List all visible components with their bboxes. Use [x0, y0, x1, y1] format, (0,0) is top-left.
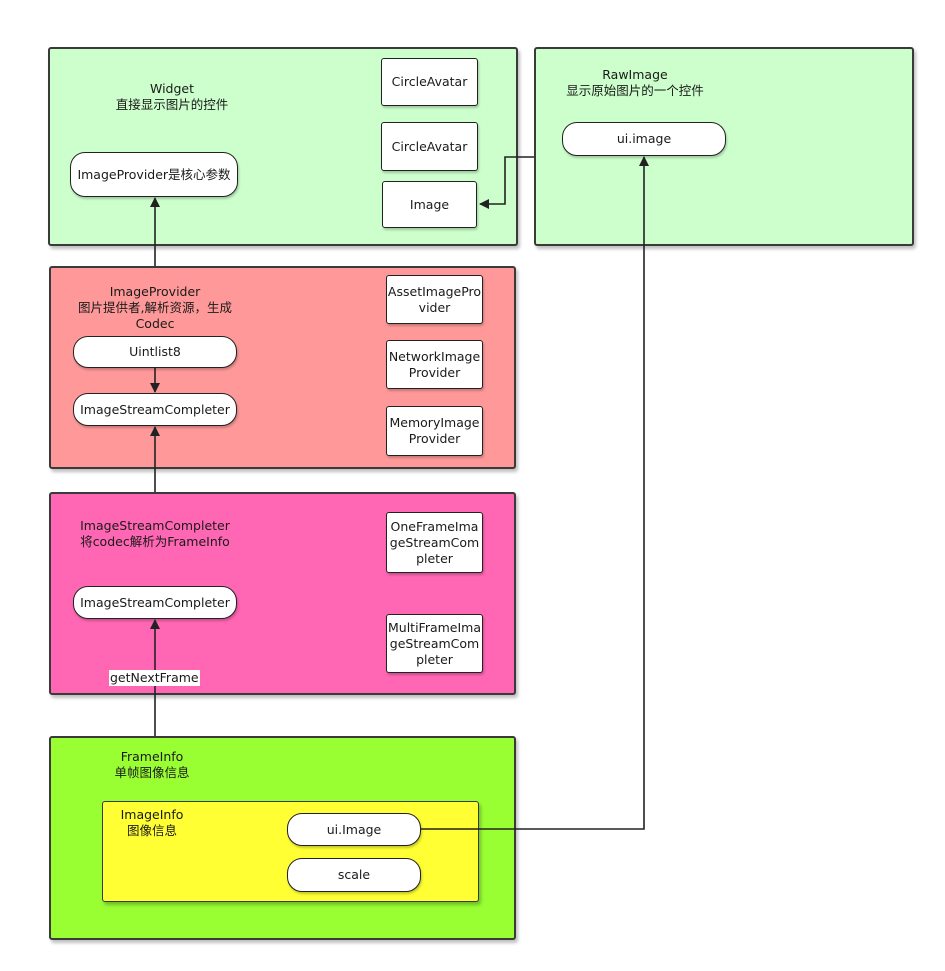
image-provider-core-node: ImageProvider是核心参数 — [70, 152, 238, 197]
imageinfo-panel-title: ImageInfo 图像信息 — [120, 807, 184, 838]
asset-image-provider-node: AssetImageProvider — [386, 275, 483, 324]
rawimage-panel-title: RawImage 显示原始图片的一个控件 — [566, 67, 704, 98]
network-image-provider-node: NetworkImageProvider — [386, 340, 483, 389]
stream-completer-node: ImageStreamCompleter — [73, 586, 237, 619]
arrow-frame-ui-image-to-rawimage — [421, 156, 649, 830]
memory-image-provider-node: MemoryImageProvider — [386, 406, 483, 456]
imageprovider-panel-title: ImageProvider 图片提供者,解析资源，生成 Codec — [78, 284, 232, 331]
image-widget-node: Image — [382, 181, 477, 228]
widget-panel-title: Widget 直接显示图片的控件 — [115, 81, 229, 112]
circle-avatar-node-2: CircleAvatar — [381, 122, 478, 171]
uintlist8-node: Uintlist8 — [73, 336, 237, 368]
get-next-frame-label: getNextFrame — [109, 670, 200, 686]
one-frame-completer-node: OneFrameImageStreamCompleter — [386, 512, 483, 573]
scale-node: scale — [287, 858, 421, 892]
rawimage-ui-image-node: ui.image — [562, 122, 726, 156]
circle-avatar-node-1: CircleAvatar — [381, 58, 478, 106]
provider-stream-completer-node: ImageStreamCompleter — [73, 393, 237, 426]
frame-ui-image-node: ui.Image — [287, 813, 421, 846]
multi-frame-completer-node: MultiFrameImageStreamCompleter — [386, 614, 483, 673]
streamcompleter-panel-title: ImageStreamCompleter 将codec解析为FrameInfo — [80, 518, 230, 549]
arrow-rawimage-to-image — [479, 156, 534, 209]
frameinfo-panel-title: FrameInfo 单帧图像信息 — [114, 749, 190, 780]
